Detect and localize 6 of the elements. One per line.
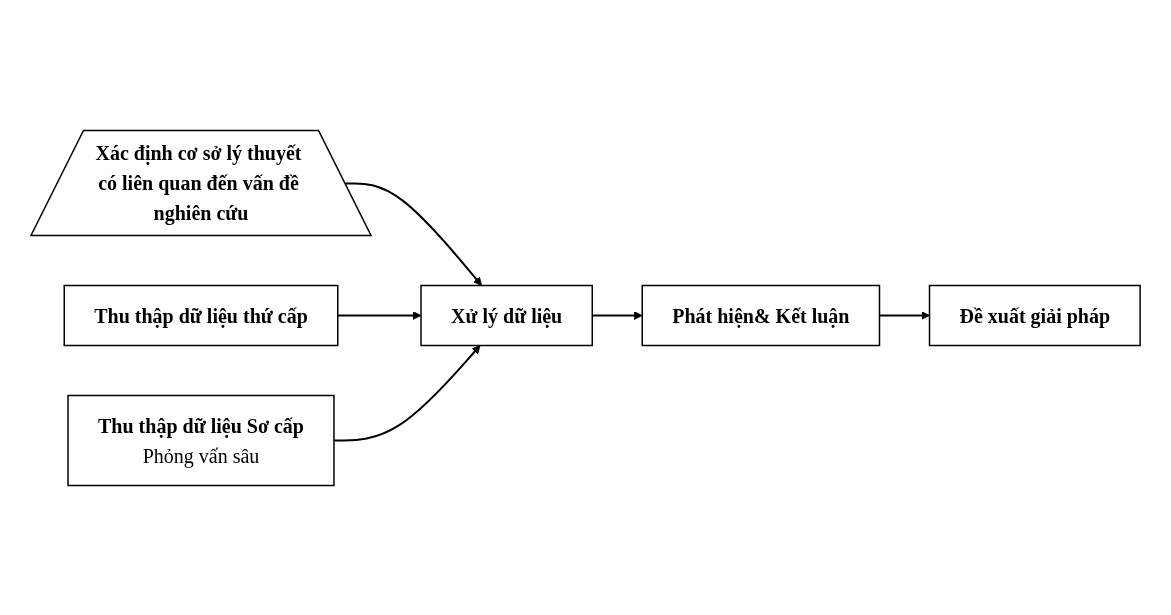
node-box: Thu thập dữ liệu Sơ cấp Phỏng vấn sâu [67,394,335,486]
node-box: Xử lý dữ liệu [420,284,593,346]
node-box: Đề xuất giải pháp [928,284,1141,346]
arrow [344,181,482,286]
node-box: Phát hiện& Kết luận [641,284,881,346]
node-box: Thu thập dữ liệu thứ cấp [63,284,339,346]
